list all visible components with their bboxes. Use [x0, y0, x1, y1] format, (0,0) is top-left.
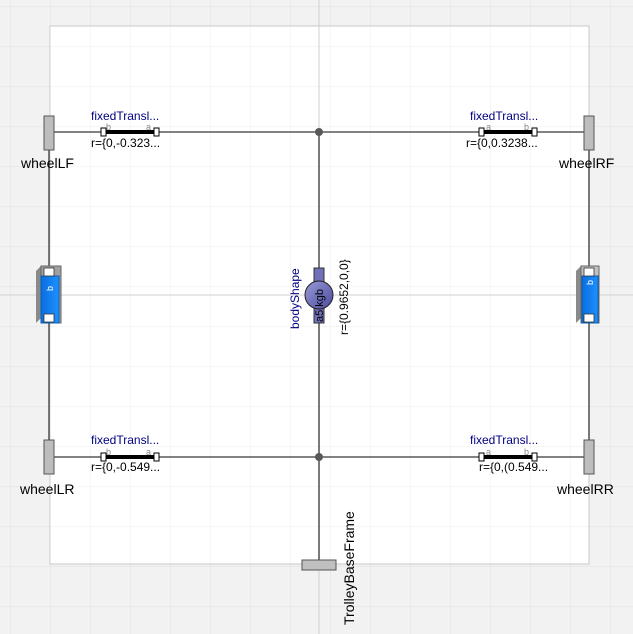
body-shape-param: r={0.9652,0,0}	[337, 259, 351, 335]
trolley-base-frame-label: TrolleyBaseFrame	[341, 511, 357, 625]
axle-right-port-b: b	[585, 280, 595, 285]
wheel-lf-label: wheelLF	[20, 155, 74, 171]
fixed-translation-lf-port-a: a	[146, 122, 151, 132]
wheel-lr-label: wheelLR	[19, 481, 74, 497]
fixed-translation-lr-port-b: b	[106, 447, 111, 457]
body-shape-mass: a5 kgb	[314, 289, 326, 322]
wheel-rr-label: wheelRR	[556, 481, 614, 497]
axle-left-port-a: a	[45, 315, 55, 320]
fixed-translation-rr-param: r={0,(0.549...	[479, 460, 548, 474]
fixed-translation-lf-name: fixedTransl...	[91, 109, 159, 123]
wheel-lf[interactable]: wheelLF	[20, 115, 74, 171]
fixed-translation-lr-param: r={0,-0.549...	[91, 460, 160, 474]
fixed-translation-lr-name: fixedTransl...	[91, 433, 159, 447]
fixed-translation-lf[interactable]: fixedTransl... b a r={0,-0.323...	[91, 109, 160, 150]
wheel-lr[interactable]: wheelLR	[19, 439, 74, 497]
body-shape[interactable]: bodyShape a5 kgb r={0.9652,0,0}	[288, 259, 351, 335]
fixed-translation-rr-port-a: a	[486, 447, 491, 457]
fixed-translation-rr-port-b: b	[524, 447, 529, 457]
fixed-translation-rf-name: fixedTransl...	[470, 109, 538, 123]
axle-right-port-a: a	[585, 315, 595, 320]
fixed-translation-lr[interactable]: fixedTransl... b a r={0,-0.549...	[91, 433, 160, 474]
fixed-translation-rf-port-a: a	[486, 122, 491, 132]
fixed-translation-rr-name: fixedTransl...	[470, 433, 538, 447]
axle-left-port-b: b	[45, 286, 55, 291]
axle-right[interactable]: b a	[576, 265, 600, 324]
fixed-translation-lf-port-b: b	[106, 122, 111, 132]
junction-dot-bottom	[315, 453, 323, 461]
fixed-translation-rf-port-b: b	[524, 122, 529, 132]
fixed-translation-rf-param: r={0,0.3238...	[466, 136, 538, 150]
axle-left[interactable]: b a	[36, 265, 62, 324]
wheel-rr[interactable]: wheelRR	[556, 439, 614, 497]
fixed-translation-rr[interactable]: fixedTransl... a b r={0,(0.549...	[470, 433, 548, 474]
body-shape-name: bodyShape	[288, 268, 302, 329]
fixed-translation-lf-param: r={0,-0.323...	[91, 136, 160, 150]
fixed-translation-lr-port-a: a	[146, 447, 151, 457]
junction-dot-top	[315, 128, 323, 136]
trolley-base-frame[interactable]: TrolleyBaseFrame	[301, 511, 357, 625]
fixed-translation-rf[interactable]: fixedTransl... a b r={0,0.3238...	[466, 109, 538, 150]
wheel-rf-label: wheelRF	[558, 155, 614, 171]
wheel-rf[interactable]: wheelRF	[558, 115, 614, 171]
